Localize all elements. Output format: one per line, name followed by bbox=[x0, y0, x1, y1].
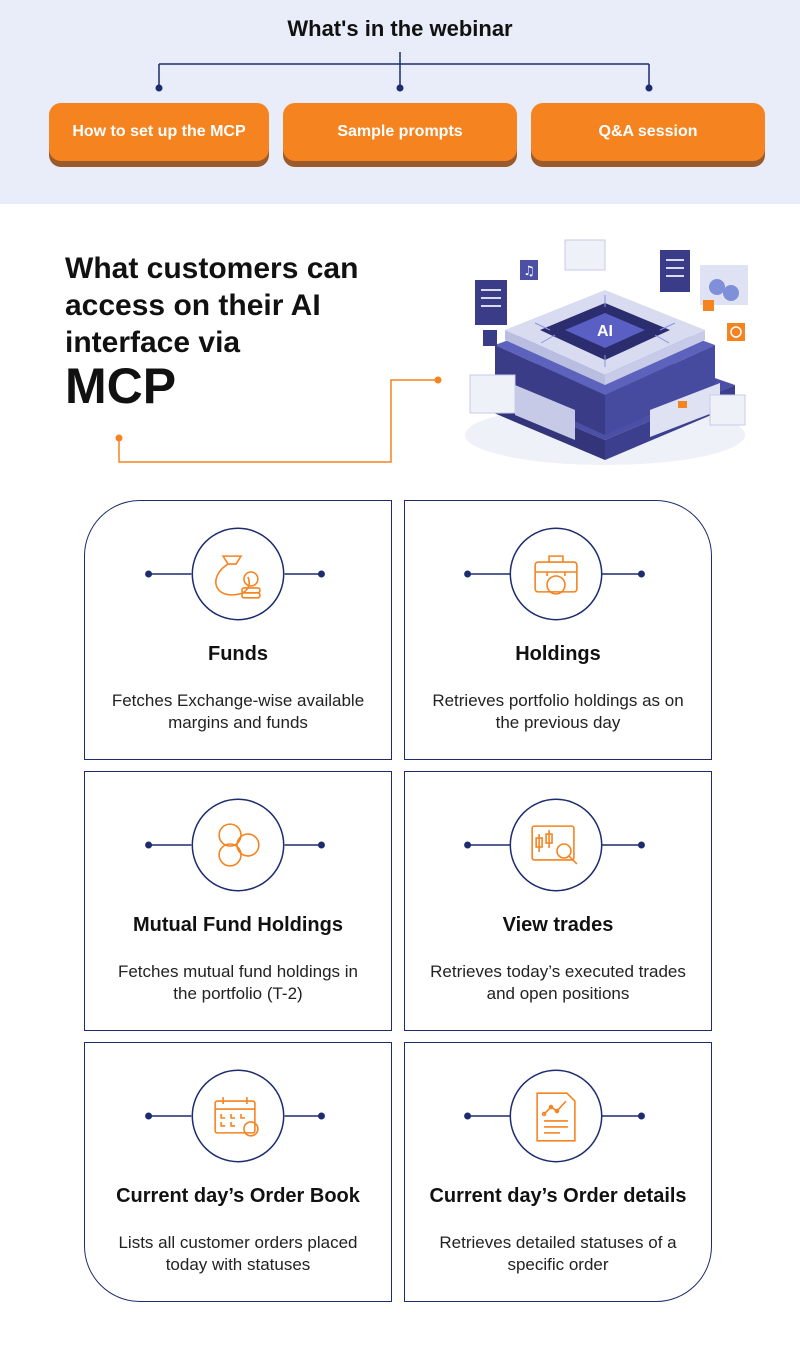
card-description: Retrieves today’s executed trades and op… bbox=[430, 962, 686, 1003]
three-circles-icon bbox=[145, 798, 325, 892]
briefcase-icon bbox=[464, 527, 645, 621]
svg-text:♫: ♫ bbox=[523, 264, 535, 279]
webinar-tree-connector bbox=[155, 52, 653, 92]
webinar-section: What's in the webinar How to set up the … bbox=[0, 0, 800, 204]
card-title: Holdings bbox=[515, 643, 601, 665]
card-title: Current day’s Order Book bbox=[116, 1185, 360, 1207]
ai-server-illustration: AI ♫ bbox=[465, 239, 748, 465]
card-icon-row bbox=[85, 527, 391, 621]
report-chart-icon bbox=[464, 1069, 645, 1163]
card-title: Funds bbox=[208, 643, 268, 665]
card-description: Fetches Exchange-wise available margins … bbox=[111, 691, 365, 732]
webinar-item-sample-prompts: Sample prompts bbox=[283, 103, 517, 161]
webinar-title: What's in the webinar bbox=[287, 16, 513, 41]
card-order-details: Current day’s Order details Retrieves de… bbox=[404, 1042, 712, 1302]
card-mutual-fund-holdings: Mutual Fund Holdings Fetches mutual fund… bbox=[84, 771, 392, 1031]
section-heading-mcp: MCP bbox=[65, 358, 177, 414]
card-icon-row bbox=[405, 1069, 711, 1163]
card-view-trades: View trades Retrieves today’s executed t… bbox=[404, 771, 712, 1031]
candlestick-search-icon bbox=[464, 798, 645, 892]
card-description: Retrieves detailed statuses of a specifi… bbox=[439, 1233, 677, 1274]
section-heading: What customers can access on their AI in… bbox=[65, 252, 359, 359]
calendar-icon bbox=[145, 1069, 325, 1163]
card-description: Lists all customer orders placed today w… bbox=[118, 1233, 358, 1274]
card-icon-row bbox=[405, 798, 711, 892]
webinar-item-qa-session: Q&A session bbox=[531, 103, 765, 161]
card-funds: Funds Fetches Exchange-wise available ma… bbox=[84, 500, 392, 760]
card-description: Fetches mutual fund holdings in the port… bbox=[117, 962, 359, 1003]
card-icon-row bbox=[85, 798, 391, 892]
floating-document-icon bbox=[475, 280, 507, 325]
card-holdings: Holdings Retrieves portfolio holdings as… bbox=[404, 500, 712, 760]
money-bag-coins-icon bbox=[145, 527, 325, 621]
card-icon-row bbox=[405, 527, 711, 621]
webinar-item-setup: How to set up the MCP bbox=[49, 103, 269, 161]
card-icon-row bbox=[85, 1069, 391, 1163]
card-title: Mutual Fund Holdings bbox=[133, 914, 343, 936]
card-title: Current day’s Order details bbox=[429, 1185, 687, 1207]
card-title: View trades bbox=[502, 914, 614, 936]
card-order-book: Current day’s Order Book Lists all custo… bbox=[84, 1042, 392, 1302]
ai-chip-label: AI bbox=[597, 323, 613, 340]
card-description: Retrieves portfolio holdings as on the p… bbox=[432, 691, 684, 732]
